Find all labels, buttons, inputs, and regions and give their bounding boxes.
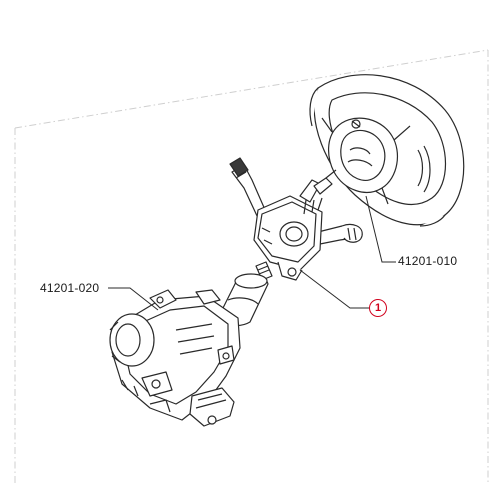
leader-lines [108,195,396,311]
leader-combination-switch [299,269,370,309]
label-steering-column: 41201-020 [40,281,100,295]
combination-switch-drawing [229,157,363,281]
steering-wheel-drawing [309,74,465,227]
steering-column-drawing [109,261,273,427]
perspective-frame [14,49,489,485]
leader-steering-wheel [365,195,396,263]
callout-item-1[interactable]: 1 [369,299,387,317]
leader-steering-column [108,287,159,311]
label-steering-wheel: 41201-010 [398,254,458,268]
